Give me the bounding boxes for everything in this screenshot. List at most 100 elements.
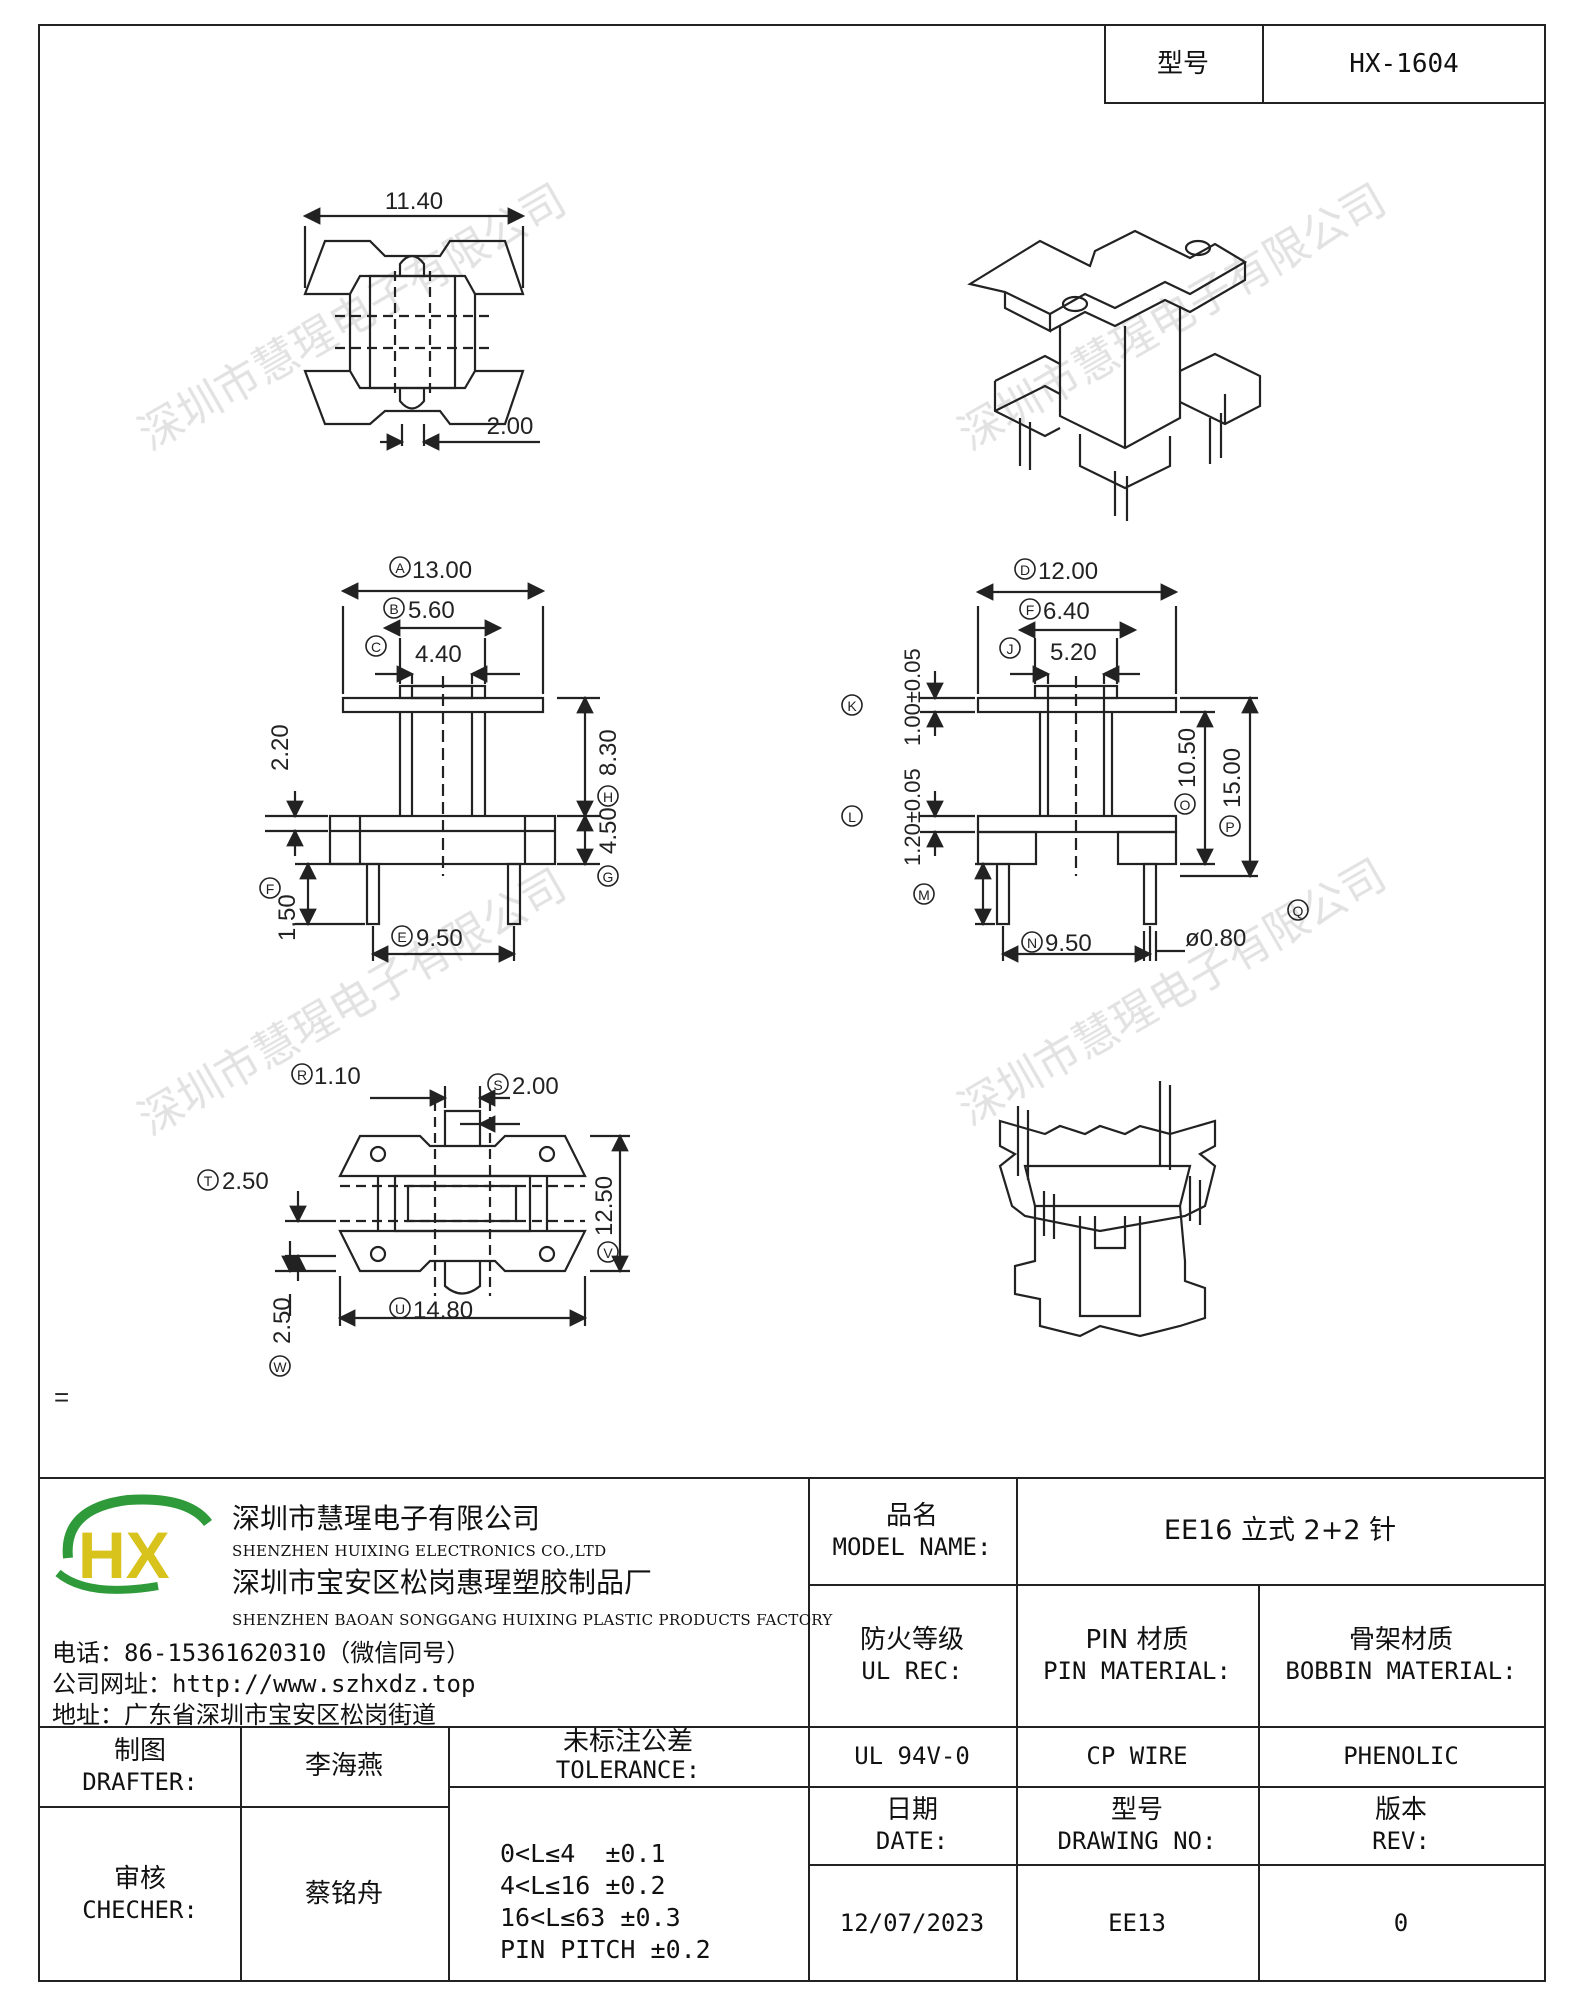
watermark-4: 深圳市慧瑆电子有限公司 xyxy=(951,850,1395,1134)
label-f: F xyxy=(266,881,275,897)
company-phone: 电话：86-15361620310（微信同号） xyxy=(52,1639,471,1667)
dim-j: 5.20 xyxy=(1050,639,1097,666)
label-d: D xyxy=(1020,562,1030,578)
company-logo: HX xyxy=(55,1494,213,1594)
rev-label: 版本 REV: xyxy=(1258,1786,1544,1864)
checker-label-en: CHECHER: xyxy=(82,1896,198,1924)
dim-p: 15.00 xyxy=(1219,748,1246,808)
drawing-no-label: 型号 DRAWING NO: xyxy=(1016,1786,1258,1864)
tolerance-table: 0<L≤4 ±0.1 4<L≤16 ±0.2 16<L≤63 ±0.3 PIN … xyxy=(500,1838,711,1966)
logo-swoosh-bottom xyxy=(55,1569,159,1594)
isometric-view-bottom xyxy=(998,1081,1217,1338)
bottom-view xyxy=(275,1086,630,1327)
label-s: S xyxy=(493,1077,502,1093)
drawing-no-value: EE13 xyxy=(1108,1909,1166,1937)
factory-name-en: SHENZHEN BAOAN SONGGANG HUIXING PLASTIC … xyxy=(232,1611,833,1629)
label-b: B xyxy=(389,601,398,617)
rev-label-cn: 版本 xyxy=(1374,1795,1427,1825)
label-t: T xyxy=(204,1173,213,1189)
company-name-en: SHENZHEN HUIXING ELECTRONICS CO.,LTD xyxy=(232,1542,607,1560)
tolerance-row-2: 4<L≤16 ±0.2 xyxy=(500,1871,666,1900)
dim-top-width: 11.40 xyxy=(385,188,443,215)
watermark-2: 深圳市慧瑆电子有限公司 xyxy=(951,175,1395,459)
label-v: V xyxy=(603,1245,613,1261)
side-view xyxy=(920,583,1259,963)
dim-f: 6.40 xyxy=(1043,598,1090,625)
label-e: E xyxy=(397,929,406,945)
logo-text: HX xyxy=(78,1518,170,1592)
label-r: R xyxy=(297,1067,307,1083)
label-h: H xyxy=(603,789,613,805)
tolerance-row-1: 0<L≤4 ±0.1 xyxy=(500,1839,666,1868)
label-f-side: F xyxy=(1026,602,1035,618)
bobbin-material-label: 骨架材质 BOBBIN MATERIAL: xyxy=(1258,1584,1544,1726)
dim-v: 12.50 xyxy=(591,1176,618,1236)
drawing-no-label-cn: 型号 xyxy=(1110,1795,1163,1825)
dim-k: 1.00±0.05 xyxy=(900,648,925,746)
company-address: 地址：广东省深圳市宝安区松岗街道 xyxy=(52,1701,436,1729)
label-p: P xyxy=(1225,819,1234,835)
label-l: L xyxy=(848,809,856,825)
model-name-label: 品名 MODEL NAME: xyxy=(808,1477,1016,1584)
dim-w: 2.50 xyxy=(269,1297,296,1344)
dim-n: 9.50 xyxy=(1045,930,1092,957)
pin-material-label: PIN 材质 PIN MATERIAL: xyxy=(1016,1584,1258,1726)
drafter-name: 李海燕 xyxy=(304,1751,383,1781)
stray-mark: = xyxy=(54,1382,69,1412)
dim-height: 2.20 xyxy=(267,724,294,771)
company-website[interactable]: 公司网址：http://www.szhxdz.top xyxy=(52,1670,476,1698)
dim-b: 5.60 xyxy=(408,597,455,624)
dim-l: 1.20±0.05 xyxy=(900,768,925,866)
label-j: J xyxy=(1007,641,1014,657)
dim-s: 2.00 xyxy=(512,1073,559,1100)
dim-h: 8.30 xyxy=(595,729,622,776)
dim-top-pin: 2.00 xyxy=(487,413,534,440)
label-a: A xyxy=(395,560,405,576)
checker-label-cn: 审核 xyxy=(113,1864,166,1894)
drafter-label: 制图 DRAFTER: xyxy=(40,1726,240,1806)
ul-label: 防火等级 UL REC: xyxy=(808,1584,1016,1726)
pin-material-value: CP WIRE xyxy=(1086,1742,1188,1770)
dim-g: 4.50 xyxy=(595,807,622,854)
tolerance-label: 未标注公差 TOLERANCE: xyxy=(448,1726,808,1786)
dim-r: 1.10 xyxy=(314,1063,361,1090)
tolerance-label-en: TOLERANCE: xyxy=(555,1756,701,1784)
model-name-value: EE16 立式 2+2 针 xyxy=(1163,1514,1397,1546)
label-g: G xyxy=(603,869,614,885)
dim-t: 2.50 xyxy=(222,1168,269,1195)
dim-o: 10.50 xyxy=(1174,728,1201,788)
ul-label-cn: 防火等级 xyxy=(859,1625,964,1655)
checker-label: 审核 CHECHER: xyxy=(40,1806,240,1982)
label-w: W xyxy=(273,1359,287,1375)
model-name-label-en: MODEL NAME: xyxy=(832,1532,992,1561)
dim-c: 4.40 xyxy=(415,641,462,668)
factory-name-cn: 深圳市宝安区松岗惠瑆塑胶制品厂 xyxy=(232,1566,653,1599)
dim-e: 9.50 xyxy=(416,925,463,952)
dim-q: ø0.80 xyxy=(1185,925,1246,952)
bobbin-material-label-cn: 骨架材质 xyxy=(1348,1625,1453,1655)
drawing-sheet: 型号 HX-1604 深圳市慧瑆电子有限公司 深圳市慧瑆电子有限公司 深圳市慧瑆… xyxy=(38,24,1546,1982)
dim-d: 12.00 xyxy=(1038,558,1098,585)
front-view xyxy=(265,582,600,963)
company-name-cn: 深圳市慧瑆电子有限公司 xyxy=(232,1502,541,1535)
model-label: 型号 xyxy=(1156,49,1209,79)
watermark-group: 深圳市慧瑆电子有限公司 深圳市慧瑆电子有限公司 深圳市慧瑆电子有限公司 深圳市慧… xyxy=(131,175,1395,1144)
dim-pin-len: 1.50 xyxy=(274,894,301,941)
pin-material-label-cn: PIN 材质 xyxy=(1085,1625,1189,1655)
tolerance-label-cn: 未标注公差 xyxy=(562,1727,693,1757)
bottom-view-dims: R 1.10 S 2.00 T 2.50 V 12.50 U 14.80 W 2… xyxy=(197,1063,619,1377)
drafter-label-cn: 制图 xyxy=(113,1736,166,1766)
dim-a: 13.00 xyxy=(412,557,472,584)
pin-material-label-en: PIN MATERIAL: xyxy=(1043,1657,1231,1685)
front-view-dims: A 13.00 B 5.60 C 4.40 2.20 H 8.30 G 4.50… xyxy=(259,556,622,952)
model-name-label-cn: 品名 xyxy=(885,1500,938,1531)
label-k: K xyxy=(847,698,857,714)
date-label-en: DATE: xyxy=(875,1827,949,1855)
isometric-view-top xyxy=(967,229,1262,521)
top-view xyxy=(302,207,540,451)
dim-u: 14.80 xyxy=(413,1297,473,1324)
logo-swoosh xyxy=(62,1494,213,1559)
date-label-cn: 日期 xyxy=(885,1795,938,1825)
drawing-no-label-en: DRAWING NO: xyxy=(1057,1827,1217,1855)
tolerance-row-3: 16<L≤63 ±0.3 xyxy=(500,1903,681,1932)
